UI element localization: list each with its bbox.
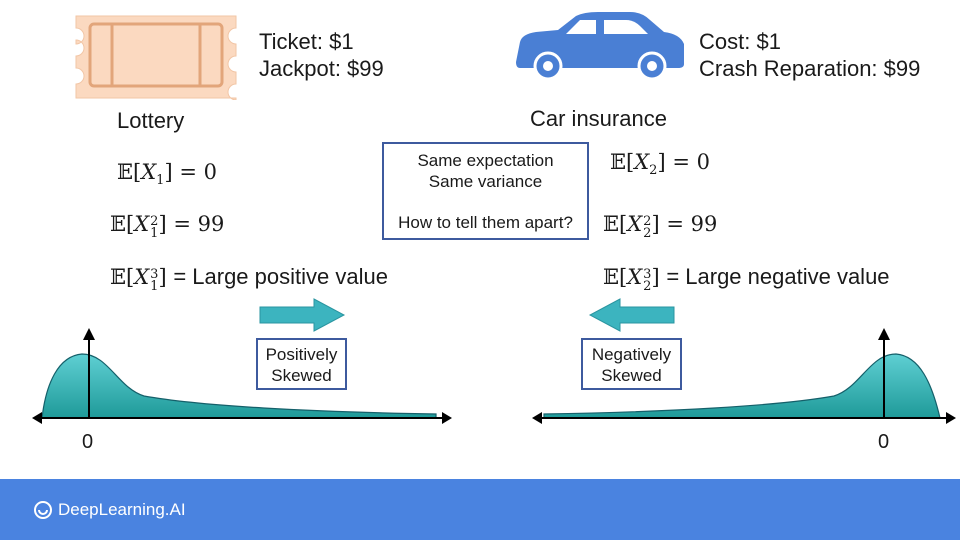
negatively-skewed-label: Negatively Skewed (581, 338, 682, 390)
positive-skew-distribution (32, 328, 452, 424)
footer-bar (0, 479, 960, 540)
car-icon (516, 12, 684, 80)
same-expectation-text: Same expectation (417, 151, 554, 170)
right-arrow-icon (259, 298, 346, 332)
tell-apart-question: How to tell them apart? (398, 213, 573, 232)
lottery-expectation: 𝔼[X1] = 0 (117, 160, 217, 188)
positively-skewed-label: Positively Skewed (256, 338, 347, 390)
deeplearning-logo-icon (34, 501, 52, 519)
comparison-box: Same expectation Same variance How to te… (382, 142, 589, 240)
ticket-price: Ticket: $1 (259, 29, 354, 54)
car-expectation: 𝔼[X2] = 0 (610, 150, 710, 178)
lottery-label: Lottery (117, 108, 185, 133)
negative-skew-distribution (532, 328, 956, 424)
brand-logo: DeepLearning.AI (34, 500, 186, 520)
crash-reparation: Crash Reparation: $99 (699, 56, 921, 81)
jackpot-amount: Jackpot: $99 (259, 56, 384, 81)
same-variance-text: Same variance (428, 172, 543, 191)
car-insurance-label: Car insurance (530, 106, 667, 131)
car-axis-zero: 0 (878, 431, 890, 453)
left-arrow-icon (588, 298, 675, 332)
insurance-cost: Cost: $1 (699, 29, 781, 54)
brand-name: DeepLearning.AI (58, 500, 186, 519)
lottery-ticket-icon (75, 15, 237, 100)
lottery-axis-zero: 0 (82, 431, 94, 453)
